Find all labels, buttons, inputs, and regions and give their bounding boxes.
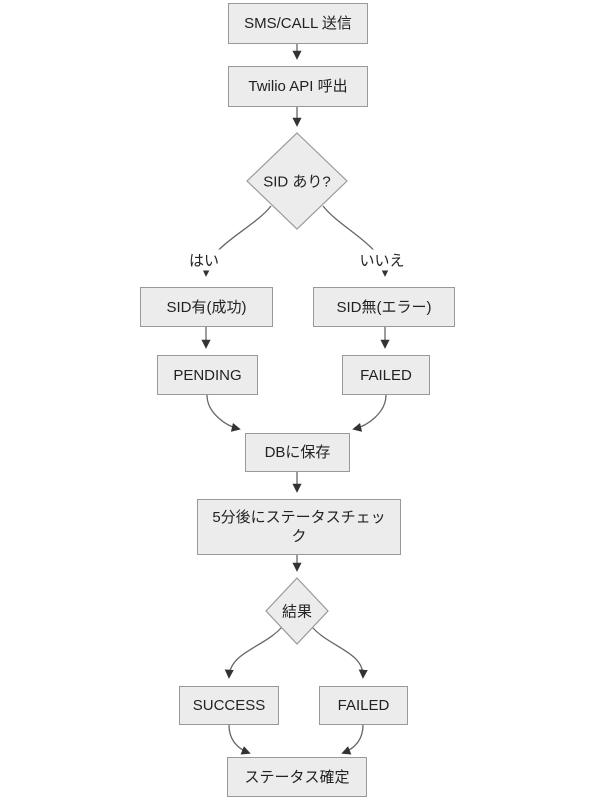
node-sid-no: SID無(エラー) [313, 287, 455, 327]
node-failed-1: FAILED [342, 355, 430, 395]
edge-pending-to-db [206, 394, 241, 432]
decision-sid-label: SID あり? [263, 173, 331, 191]
node-failed-2: FAILED [319, 686, 408, 725]
node-pending: PENDING [157, 355, 258, 395]
node-sms-call-send: SMS/CALL 送信 [228, 3, 368, 44]
node-status-final: ステータス確定 [227, 757, 367, 797]
node-success: SUCCESS [179, 686, 279, 725]
edge-success-to-final [228, 724, 251, 755]
decision-result-label: 結果 [281, 603, 313, 621]
node-sid-yes: SID有(成功) [140, 287, 273, 327]
edge-result-to-success [224, 626, 283, 679]
edge-failed-to-db [352, 394, 387, 432]
edge-result-to-failed [311, 626, 368, 679]
decision-diamond-sid [246, 132, 348, 230]
decision-diamond-result [265, 577, 329, 645]
node-save-to-db: DBに保存 [245, 433, 350, 472]
edge-label-yes: はい [186, 249, 222, 271]
node-twilio-api-call: Twilio API 呼出 [228, 66, 368, 107]
node-status-check: 5分後にステータスチェック [197, 499, 401, 555]
edge-label-no: いいえ [357, 249, 407, 271]
edge-failed2-to-final [341, 724, 364, 755]
